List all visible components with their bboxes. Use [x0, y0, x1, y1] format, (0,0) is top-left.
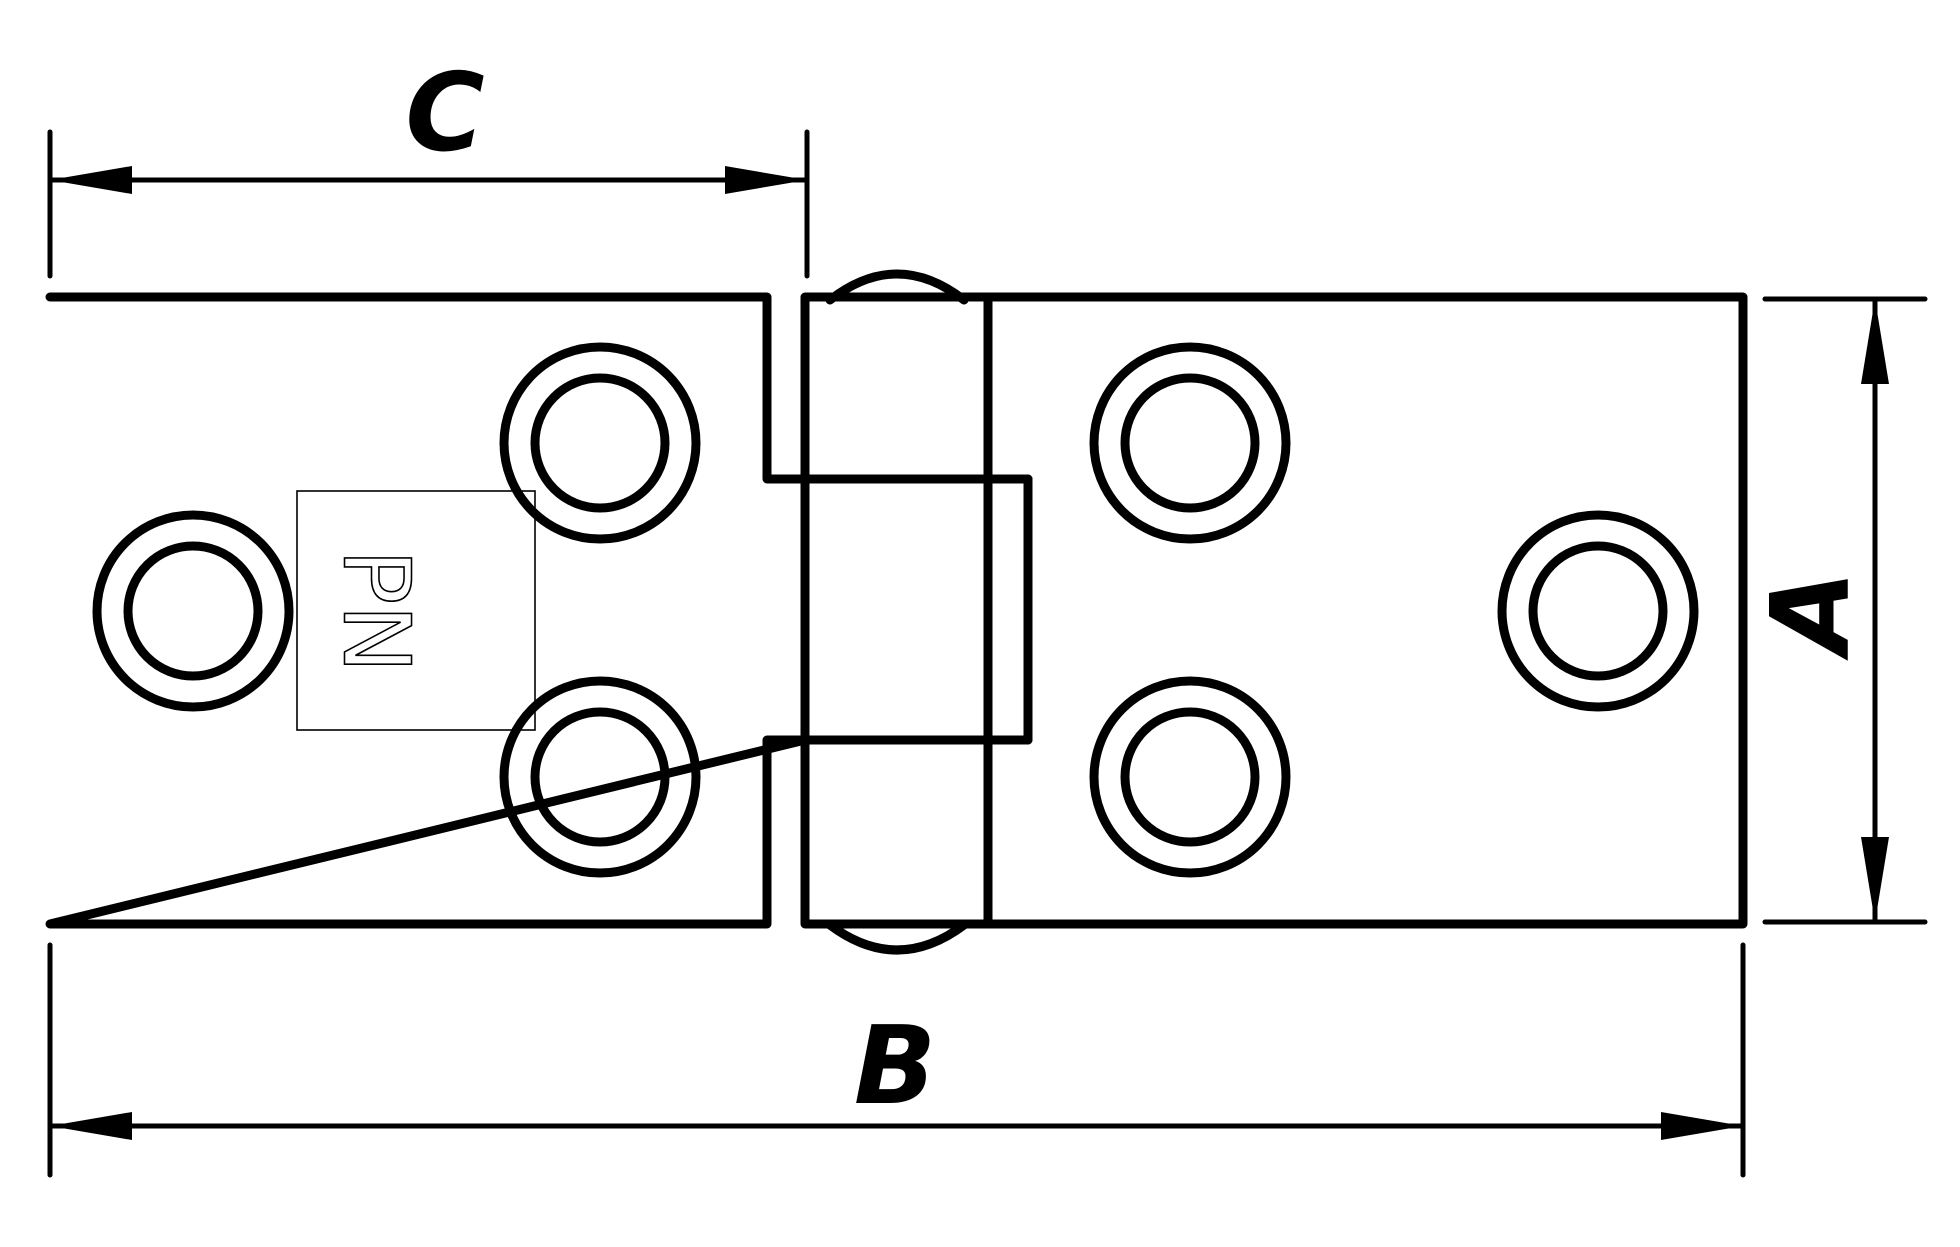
- hole-right-top: [1089, 342, 1291, 544]
- knuckle-bottom-arc: [825, 920, 969, 955]
- dimension-c-label: C: [405, 51, 484, 176]
- dimension-b: B: [47, 942, 1746, 1178]
- dimension-b-label: B: [854, 1004, 936, 1129]
- right-leaf-outline: [983, 292, 1748, 929]
- hole-right-bottom: [1089, 676, 1291, 878]
- hole-right-outer: [1497, 510, 1699, 712]
- hinge-knuckle: [800, 292, 993, 929]
- hole-left-bottom: [499, 676, 701, 878]
- dimension-c: C: [47, 51, 810, 279]
- dimension-a-label: A: [1749, 570, 1874, 662]
- dimension-a: A: [1749, 296, 1928, 925]
- stamp-box: [296, 490, 536, 731]
- hole-left-outer: [92, 510, 294, 712]
- stamp-text: PN: [323, 549, 430, 673]
- hole-left-top: [499, 342, 701, 544]
- left-leaf-outline: [45, 292, 810, 929]
- knuckle-top-arc: [825, 269, 969, 305]
